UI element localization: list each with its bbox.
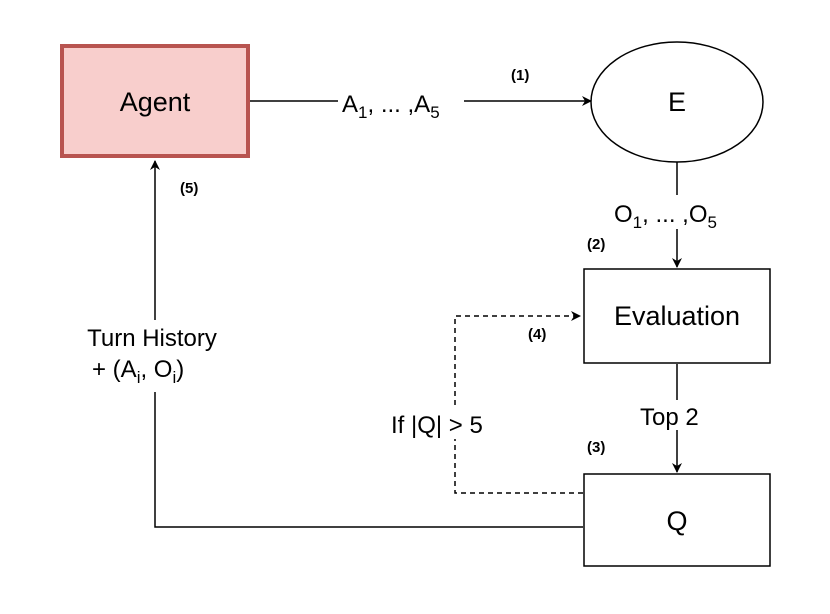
- actions-label: A1, ... ,A5: [342, 91, 440, 122]
- observations-label: O1, ... ,O5: [614, 201, 717, 232]
- step-3-label: (3): [587, 439, 605, 456]
- history-label-bg: [72, 320, 232, 392]
- step-4-label: (4): [528, 326, 546, 343]
- step-1-label: (1): [511, 67, 529, 84]
- agent-node[interactable]: [60, 44, 250, 158]
- evaluation-node[interactable]: [583, 268, 771, 364]
- top2-label-bg: [637, 400, 717, 430]
- environment-node[interactable]: [590, 41, 764, 163]
- step-2-label: (2): [587, 236, 605, 253]
- top2-label: Top 2: [640, 404, 699, 431]
- observations-label-bg: [612, 195, 742, 229]
- agent-node-label: Agent: [120, 87, 191, 117]
- history-label-line2: + (Ai, Oi): [92, 356, 184, 387]
- step-5-label: (5): [180, 180, 198, 197]
- history-arrow: [150, 160, 583, 528]
- queue-node[interactable]: [583, 473, 771, 567]
- overflow-label: If |Q| > 5: [391, 412, 483, 439]
- history-label-line1: Turn History: [87, 325, 217, 352]
- evaluation-node-label: Evaluation: [614, 301, 740, 331]
- actions-label-bg: [338, 84, 464, 118]
- queue-node-label: Q: [666, 506, 687, 536]
- overflow-arrow: [454, 311, 583, 494]
- overflow-label-bg: [388, 409, 516, 439]
- environment-node-label: E: [668, 87, 686, 117]
